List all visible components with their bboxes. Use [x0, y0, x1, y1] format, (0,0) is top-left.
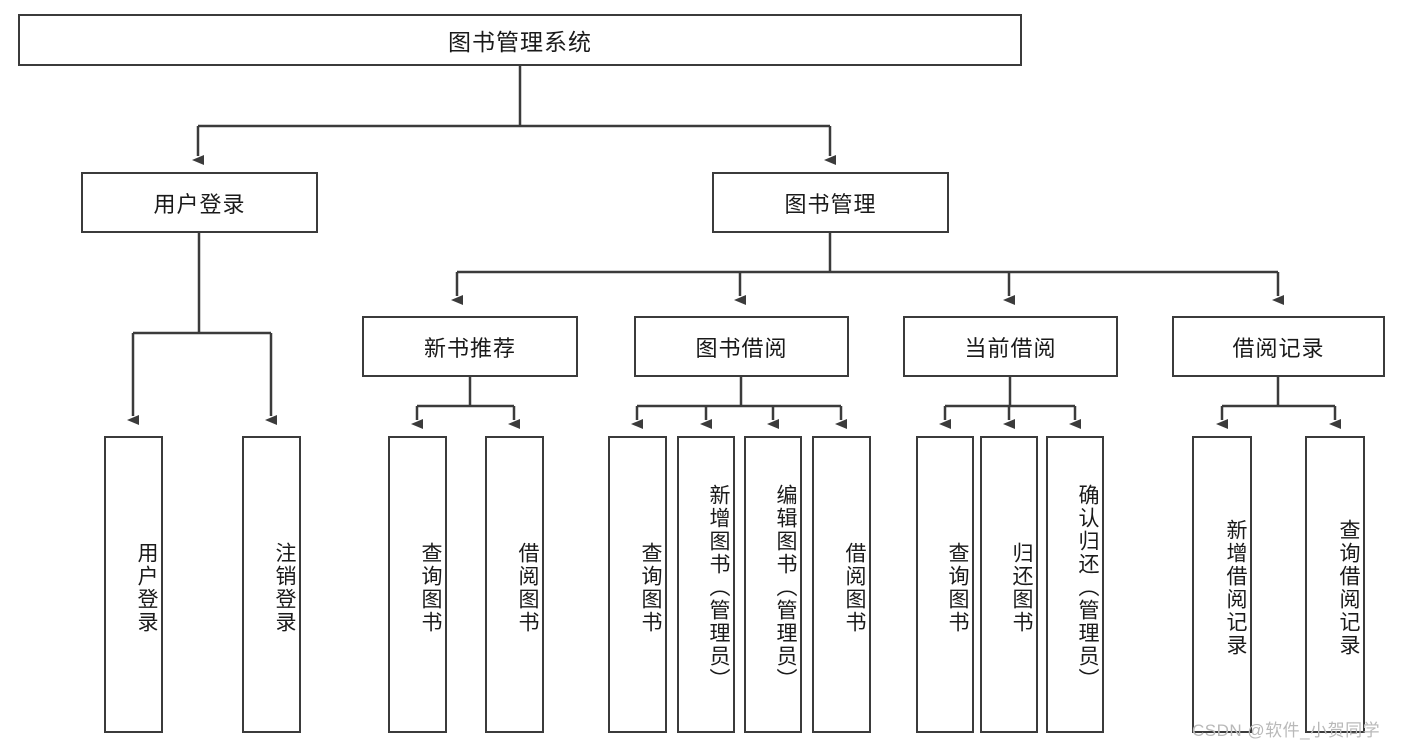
node-root-book-management-system[interactable]: 图书管理系统 — [18, 14, 1022, 66]
node-label: 用户登录 — [153, 191, 246, 217]
node-label: 借阅图书 — [843, 541, 866, 634]
leaf-borrow-record-query-record[interactable]: 查询借阅记录 — [1305, 436, 1365, 733]
node-label: 查询图书 — [419, 541, 442, 634]
leaf-current-borrow-confirm-return-admin[interactable]: 确认归还（管理员） — [1046, 436, 1104, 733]
node-label: 确认归还（管理员） — [1076, 484, 1099, 691]
node-label: 查询借阅记录 — [1337, 518, 1360, 657]
watermark: CSDN @软件_小贺同学 — [1192, 721, 1381, 740]
node-current-borrow[interactable]: 当前借阅 — [903, 316, 1118, 377]
leaf-book-borrow-add-book-admin[interactable]: 新增图书（管理员） — [677, 436, 735, 733]
node-label: 图书借阅 — [695, 335, 788, 361]
leaf-current-borrow-query-book[interactable]: 查询图书 — [916, 436, 974, 733]
node-label: 借阅图书 — [516, 541, 539, 634]
node-label: 用户登录 — [135, 541, 158, 634]
node-label: 查询图书 — [946, 541, 969, 634]
node-label: 归还图书 — [1010, 541, 1033, 634]
leaf-book-borrow-borrow-book[interactable]: 借阅图书 — [812, 436, 871, 733]
node-label: 当前借阅 — [964, 335, 1057, 361]
node-label: 新增借阅记录 — [1224, 518, 1247, 657]
node-label: 图书管理 — [784, 191, 877, 217]
leaf-new-book-query-book[interactable]: 查询图书 — [388, 436, 447, 733]
node-label: 查询图书 — [639, 541, 662, 634]
node-book-borrow[interactable]: 图书借阅 — [634, 316, 849, 377]
leaf-user-login-login[interactable]: 用户登录 — [104, 436, 163, 733]
node-label: 编辑图书（管理员） — [774, 484, 797, 691]
node-label: 图书管理系统 — [448, 29, 592, 55]
node-label: 新书推荐 — [423, 335, 516, 361]
leaf-book-borrow-edit-book-admin[interactable]: 编辑图书（管理员） — [744, 436, 802, 733]
node-borrow-record[interactable]: 借阅记录 — [1172, 316, 1385, 377]
node-label: 注销登录 — [273, 541, 296, 634]
leaf-current-borrow-return-book[interactable]: 归还图书 — [980, 436, 1038, 733]
leaf-new-book-borrow-book[interactable]: 借阅图书 — [485, 436, 544, 733]
node-user-login[interactable]: 用户登录 — [81, 172, 318, 233]
leaf-book-borrow-query-book[interactable]: 查询图书 — [608, 436, 667, 733]
node-new-book-recommend[interactable]: 新书推荐 — [362, 316, 578, 377]
leaf-borrow-record-add-record[interactable]: 新增借阅记录 — [1192, 436, 1252, 733]
node-book-management[interactable]: 图书管理 — [712, 172, 949, 233]
leaf-user-login-logout[interactable]: 注销登录 — [242, 436, 301, 733]
node-label: 借阅记录 — [1232, 335, 1325, 361]
node-label: 新增图书（管理员） — [707, 484, 730, 691]
